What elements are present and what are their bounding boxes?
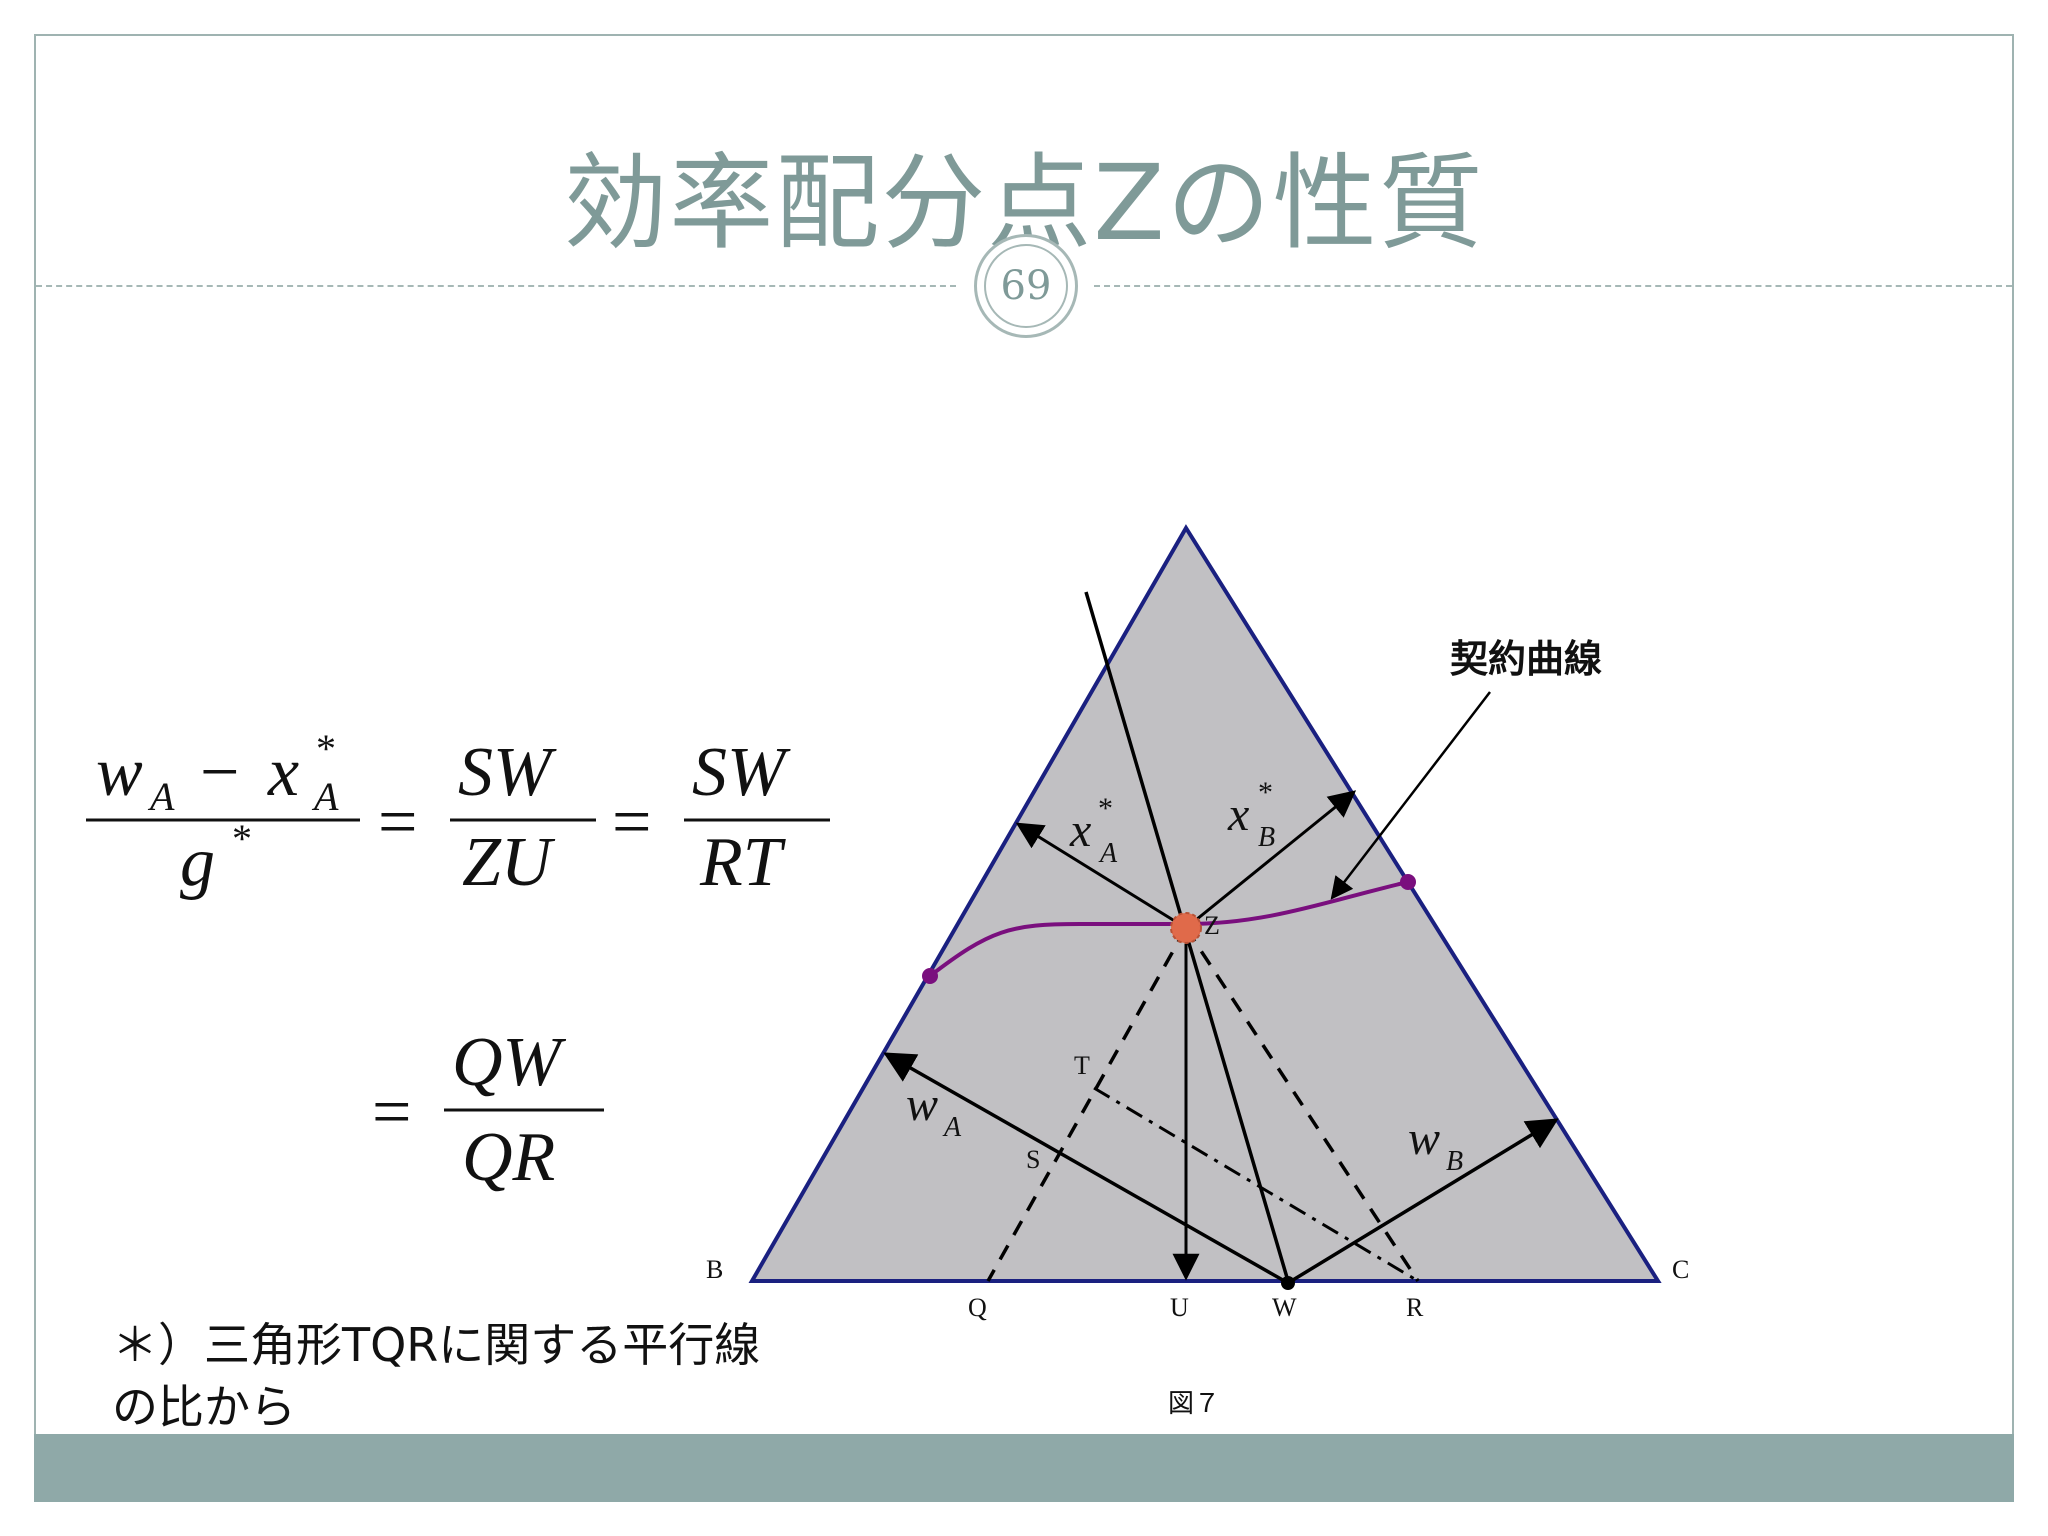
label-wa-sub: A (942, 1112, 962, 1143)
equation-right-denominator: RT (699, 824, 787, 901)
arrow-wb (1287, 1118, 1559, 1285)
label-xb-star-sub: B (1258, 822, 1275, 853)
footnote: ＊）三角形TQRに関する平行線 の比から (112, 1314, 760, 1438)
label-w: W (1272, 1293, 1297, 1322)
point-w-dot (1281, 1276, 1295, 1290)
equals-sign: = (378, 784, 417, 861)
label-q: Q (968, 1293, 987, 1322)
svg-text:A: A (311, 774, 339, 819)
label-z: Z (1204, 911, 1220, 940)
svg-text:*: * (232, 816, 252, 861)
svg-text:−: − (200, 734, 239, 811)
footnote-line-1: ＊）三角形TQRに関する平行線 (112, 1318, 761, 1372)
efficient-point-z (1170, 912, 1202, 944)
dashdot-line-tr (1093, 1086, 1419, 1283)
equation-lhs-numerator: w A − x * A (96, 726, 339, 819)
arrow-xa-star (1015, 822, 1187, 930)
equals-sign: = (612, 784, 651, 861)
footer-band (34, 1434, 2014, 1502)
equation-row2-numerator: QW (452, 1024, 567, 1101)
svg-text:g: g (180, 824, 215, 901)
contract-curve-pointer (1330, 691, 1491, 900)
label-xa-star: x (1069, 804, 1091, 857)
header-divider-right (1094, 285, 2012, 287)
label-xb-star: x (1227, 788, 1249, 841)
equals-sign: = (372, 1074, 411, 1151)
dashed-line-zq (986, 927, 1188, 1282)
label-xa-star-sub: A (1098, 838, 1118, 869)
label-s: S (1026, 1145, 1040, 1174)
contract-curve-label: 契約曲線 (1450, 639, 1602, 681)
label-c: C (1672, 1255, 1689, 1284)
svg-text:A: A (147, 774, 175, 819)
equation-right-numerator: SW (692, 734, 791, 811)
svg-text:w: w (96, 734, 143, 811)
arrow-xb-star (1185, 790, 1357, 930)
equation-row2-denominator: QR (462, 1119, 555, 1196)
svg-text:*: * (316, 726, 336, 771)
label-b: B (706, 1255, 723, 1284)
contract-curve-endpoint-left (922, 968, 938, 984)
triangle-region (748, 524, 1662, 1283)
label-wb: w (1408, 1112, 1440, 1165)
equation-lhs-denominator: g * (180, 816, 252, 901)
arrow-wa (883, 1052, 1289, 1285)
contract-curve-endpoint-right (1400, 874, 1416, 890)
label-wa: w (906, 1078, 938, 1131)
header-divider-left (36, 285, 956, 287)
page-number: 69 (984, 244, 1068, 328)
label-xb-star-sup: * (1258, 776, 1273, 809)
label-xa-star-sup: * (1098, 792, 1113, 825)
figure-caption: 図７ (1168, 1389, 1220, 1418)
dashed-line-zr (1184, 927, 1420, 1282)
footnote-line-2: の比から (112, 1380, 296, 1434)
label-u: U (1170, 1293, 1189, 1322)
equation-middle-numerator: SW (458, 734, 557, 811)
svg-text:x: x (267, 734, 299, 811)
page-number-badge: 69 (974, 234, 1078, 338)
equation-middle-denominator: ZU (462, 824, 556, 901)
label-r: R (1406, 1293, 1424, 1322)
label-t: T (1074, 1051, 1090, 1080)
label-wb-sub: B (1446, 1146, 1463, 1177)
